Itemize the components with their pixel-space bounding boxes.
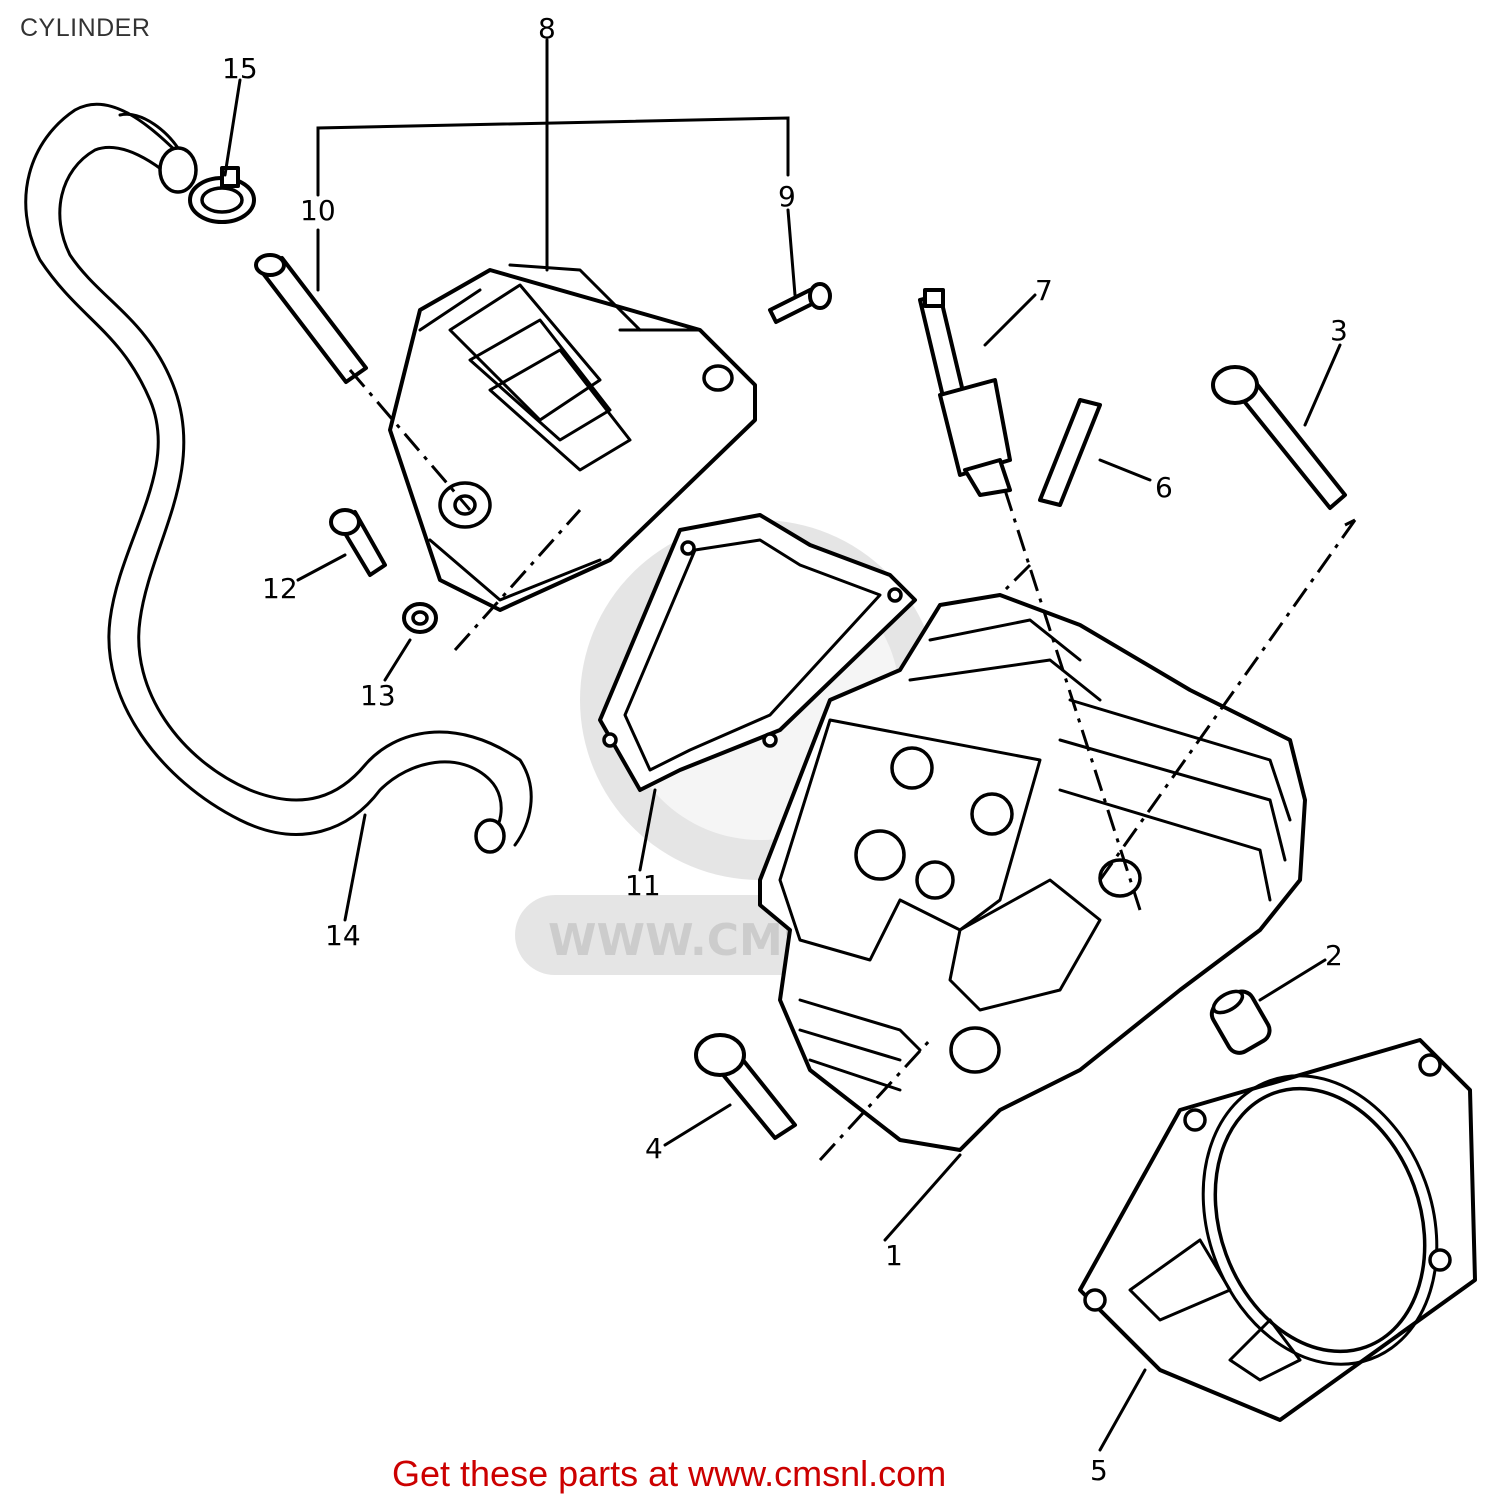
callout-14: 14 <box>325 919 361 952</box>
callout-1: 1 <box>885 1239 903 1272</box>
callout-5: 5 <box>1090 1454 1108 1487</box>
part-13-grommet[interactable] <box>402 602 438 634</box>
part-15-hose-clamp[interactable] <box>188 166 256 224</box>
part-6-stud[interactable] <box>1038 398 1102 507</box>
part-9-screw[interactable] <box>768 282 832 324</box>
callout-6: 6 <box>1155 471 1173 504</box>
part-10-breather-pipe[interactable] <box>254 253 368 384</box>
watermark-text: WWW.CMS <box>548 915 815 966</box>
callout-3: 3 <box>1330 314 1348 347</box>
part-7-spark-plug[interactable] <box>918 288 1012 497</box>
callout-10: 10 <box>300 194 336 227</box>
page-title: CYLINDER <box>20 14 151 42</box>
callout-9: 9 <box>778 180 796 213</box>
leader-lines <box>223 38 1357 1452</box>
callout-2: 2 <box>1325 939 1343 972</box>
callout-15: 15 <box>222 52 258 85</box>
callout-11: 11 <box>625 869 661 902</box>
part-12-bolt[interactable] <box>329 508 387 577</box>
part-11-cover-gasket[interactable] <box>598 513 917 792</box>
part-14-breather-hose[interactable] <box>24 102 533 854</box>
part-4-head-bolt[interactable] <box>694 1033 797 1140</box>
callout-13: 13 <box>360 679 396 712</box>
part-2-dowel-pin[interactable] <box>1207 987 1273 1057</box>
callout-labels: 1 2 3 4 5 6 7 8 9 10 11 12 13 14 15 <box>222 12 1348 1487</box>
callout-12: 12 <box>262 572 298 605</box>
callout-4: 4 <box>645 1132 663 1165</box>
part-3-head-bolt[interactable] <box>1211 365 1347 510</box>
get-parts-link[interactable]: Get these parts at www.cmsnl.com <box>392 1453 947 1494</box>
part-5-head-gasket[interactable] <box>1078 1038 1477 1422</box>
callout-7: 7 <box>1035 274 1053 307</box>
part-1-cylinder-head[interactable] <box>758 593 1307 1152</box>
callout-8: 8 <box>538 12 556 45</box>
